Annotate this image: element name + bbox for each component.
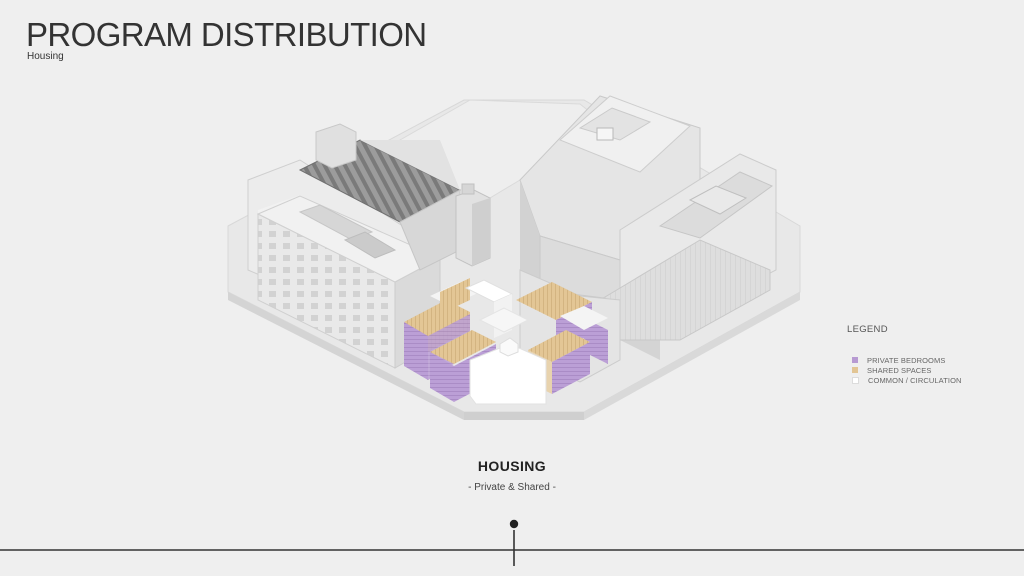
legend-swatch-private (852, 357, 858, 363)
legend-item-private-bedrooms: PRIVATE BEDROOMS (847, 355, 962, 365)
legend-item-common-circulation: COMMON / CIRCULATION (847, 375, 962, 385)
legend: LEGEND PRIVATE BEDROOMS SHARED SPACES CO… (847, 324, 962, 385)
section-title: HOUSING (477, 458, 547, 474)
legend-label: PRIVATE BEDROOMS (867, 355, 946, 365)
legend-title: LEGEND (847, 324, 888, 335)
legend-label: COMMON / CIRCULATION (868, 375, 962, 385)
page-title: PROGRAM DISTRIBUTION (26, 16, 427, 53)
legend-swatch-common (852, 376, 859, 384)
section-subtitle: - Private & Shared - (468, 482, 556, 493)
legend-item-shared-spaces: SHARED SPACES (847, 365, 962, 375)
legend-list: PRIVATE BEDROOMS SHARED SPACES COMMON / … (847, 355, 962, 385)
page-subtitle: Housing (27, 51, 64, 62)
housing-common-volumes (464, 279, 547, 405)
legend-label: SHARED SPACES (867, 365, 932, 375)
legend-swatch-shared (852, 367, 858, 373)
